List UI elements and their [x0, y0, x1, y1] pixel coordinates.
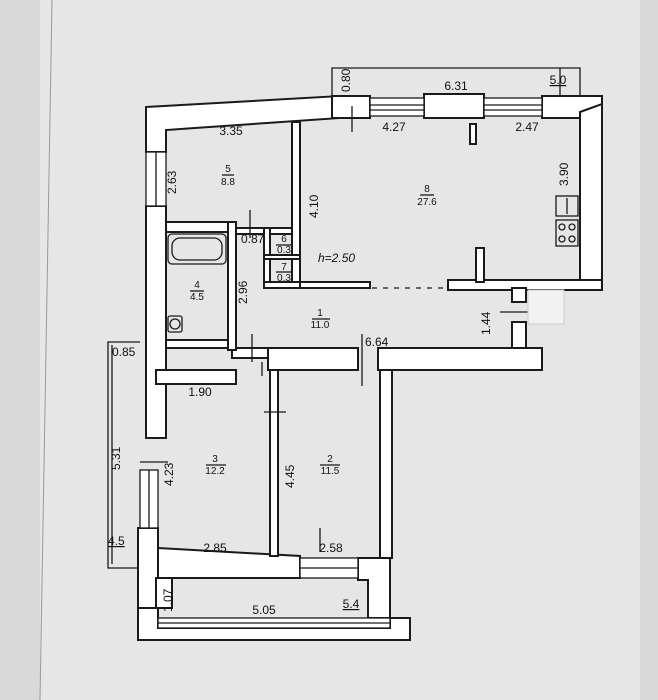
svg-text:2.63: 2.63: [165, 170, 179, 194]
svg-text:5.05: 5.05: [252, 603, 276, 617]
svg-text:27.6: 27.6: [417, 197, 437, 208]
svg-text:5.4: 5.4: [343, 597, 360, 611]
room-labels: 8 27.6 5 8.8 6 0.3 7 0.3 4 4.5 1 11.0: [190, 164, 437, 477]
svg-text:7: 7: [281, 262, 287, 273]
kitchen-sink: [555, 195, 579, 217]
svg-text:2: 2: [327, 454, 333, 465]
room-3-label: 3 12.2: [205, 454, 226, 477]
room-5-label: 5 8.8: [221, 164, 235, 188]
svg-text:4.23: 4.23: [162, 462, 176, 486]
svg-text:0.80: 0.80: [339, 68, 353, 92]
svg-text:3.90: 3.90: [557, 162, 571, 186]
toilet: [167, 315, 183, 333]
svg-text:2.58: 2.58: [319, 541, 343, 555]
svg-text:1: 1: [317, 308, 323, 319]
sheet-edge: [39, 0, 53, 700]
openings: [140, 106, 530, 552]
room-4-label: 4 4.5: [190, 280, 204, 303]
svg-text:4.5: 4.5: [190, 292, 204, 303]
windows: [139, 97, 543, 629]
svg-text:1.07: 1.07: [161, 588, 175, 612]
svg-text:8: 8: [424, 184, 430, 195]
svg-text:12.2: 12.2: [205, 466, 225, 477]
svg-text:5: 5: [225, 164, 231, 175]
svg-text:5.31: 5.31: [109, 446, 123, 470]
svg-text:8.8: 8.8: [221, 177, 235, 188]
svg-text:5.0: 5.0: [550, 73, 567, 87]
room-1-label: 1 11.0: [311, 308, 330, 331]
interior-walls: [155, 121, 485, 559]
ceiling-height-label: h=2.50: [318, 251, 355, 265]
kitchen-stove: [555, 219, 579, 247]
svg-text:4.10: 4.10: [307, 194, 321, 218]
svg-text:4.27: 4.27: [382, 120, 406, 134]
svg-text:2.47: 2.47: [515, 120, 539, 134]
left-balcony: [107, 341, 140, 569]
bathtub: [167, 233, 227, 265]
svg-text:3: 3: [212, 454, 218, 465]
svg-text:1.90: 1.90: [188, 385, 212, 399]
svg-text:4.5: 4.5: [108, 534, 125, 548]
svg-text:4: 4: [194, 280, 200, 291]
svg-text:11.5: 11.5: [321, 466, 340, 477]
svg-text:6.31: 6.31: [444, 79, 468, 93]
svg-text:0.85: 0.85: [112, 345, 136, 359]
room-2-label: 2 11.5: [320, 454, 340, 477]
room-6-label: 6 0.3: [276, 234, 292, 256]
svg-text:0.3: 0.3: [277, 273, 291, 284]
redacted-mark: [527, 289, 565, 325]
svg-text:0.87: 0.87: [241, 232, 265, 246]
svg-text:11.0: 11.0: [311, 320, 330, 331]
svg-text:0.3: 0.3: [277, 245, 291, 256]
svg-text:3.35: 3.35: [219, 124, 243, 138]
svg-text:6: 6: [281, 234, 287, 245]
dimension-labels: 0.80 6.31 5.0 3.35 4.27 2.47 2.63 4.10 3…: [108, 68, 571, 617]
svg-text:6.64: 6.64: [365, 335, 389, 349]
room-7-label: 7 0.3: [276, 262, 292, 284]
svg-text:4.45: 4.45: [283, 464, 297, 488]
room-8-label: 8 27.6: [417, 184, 437, 208]
svg-text:2.85: 2.85: [203, 541, 227, 555]
svg-text:1.44: 1.44: [479, 311, 493, 335]
top-balcony: [331, 67, 581, 96]
svg-text:2.96: 2.96: [236, 280, 250, 304]
